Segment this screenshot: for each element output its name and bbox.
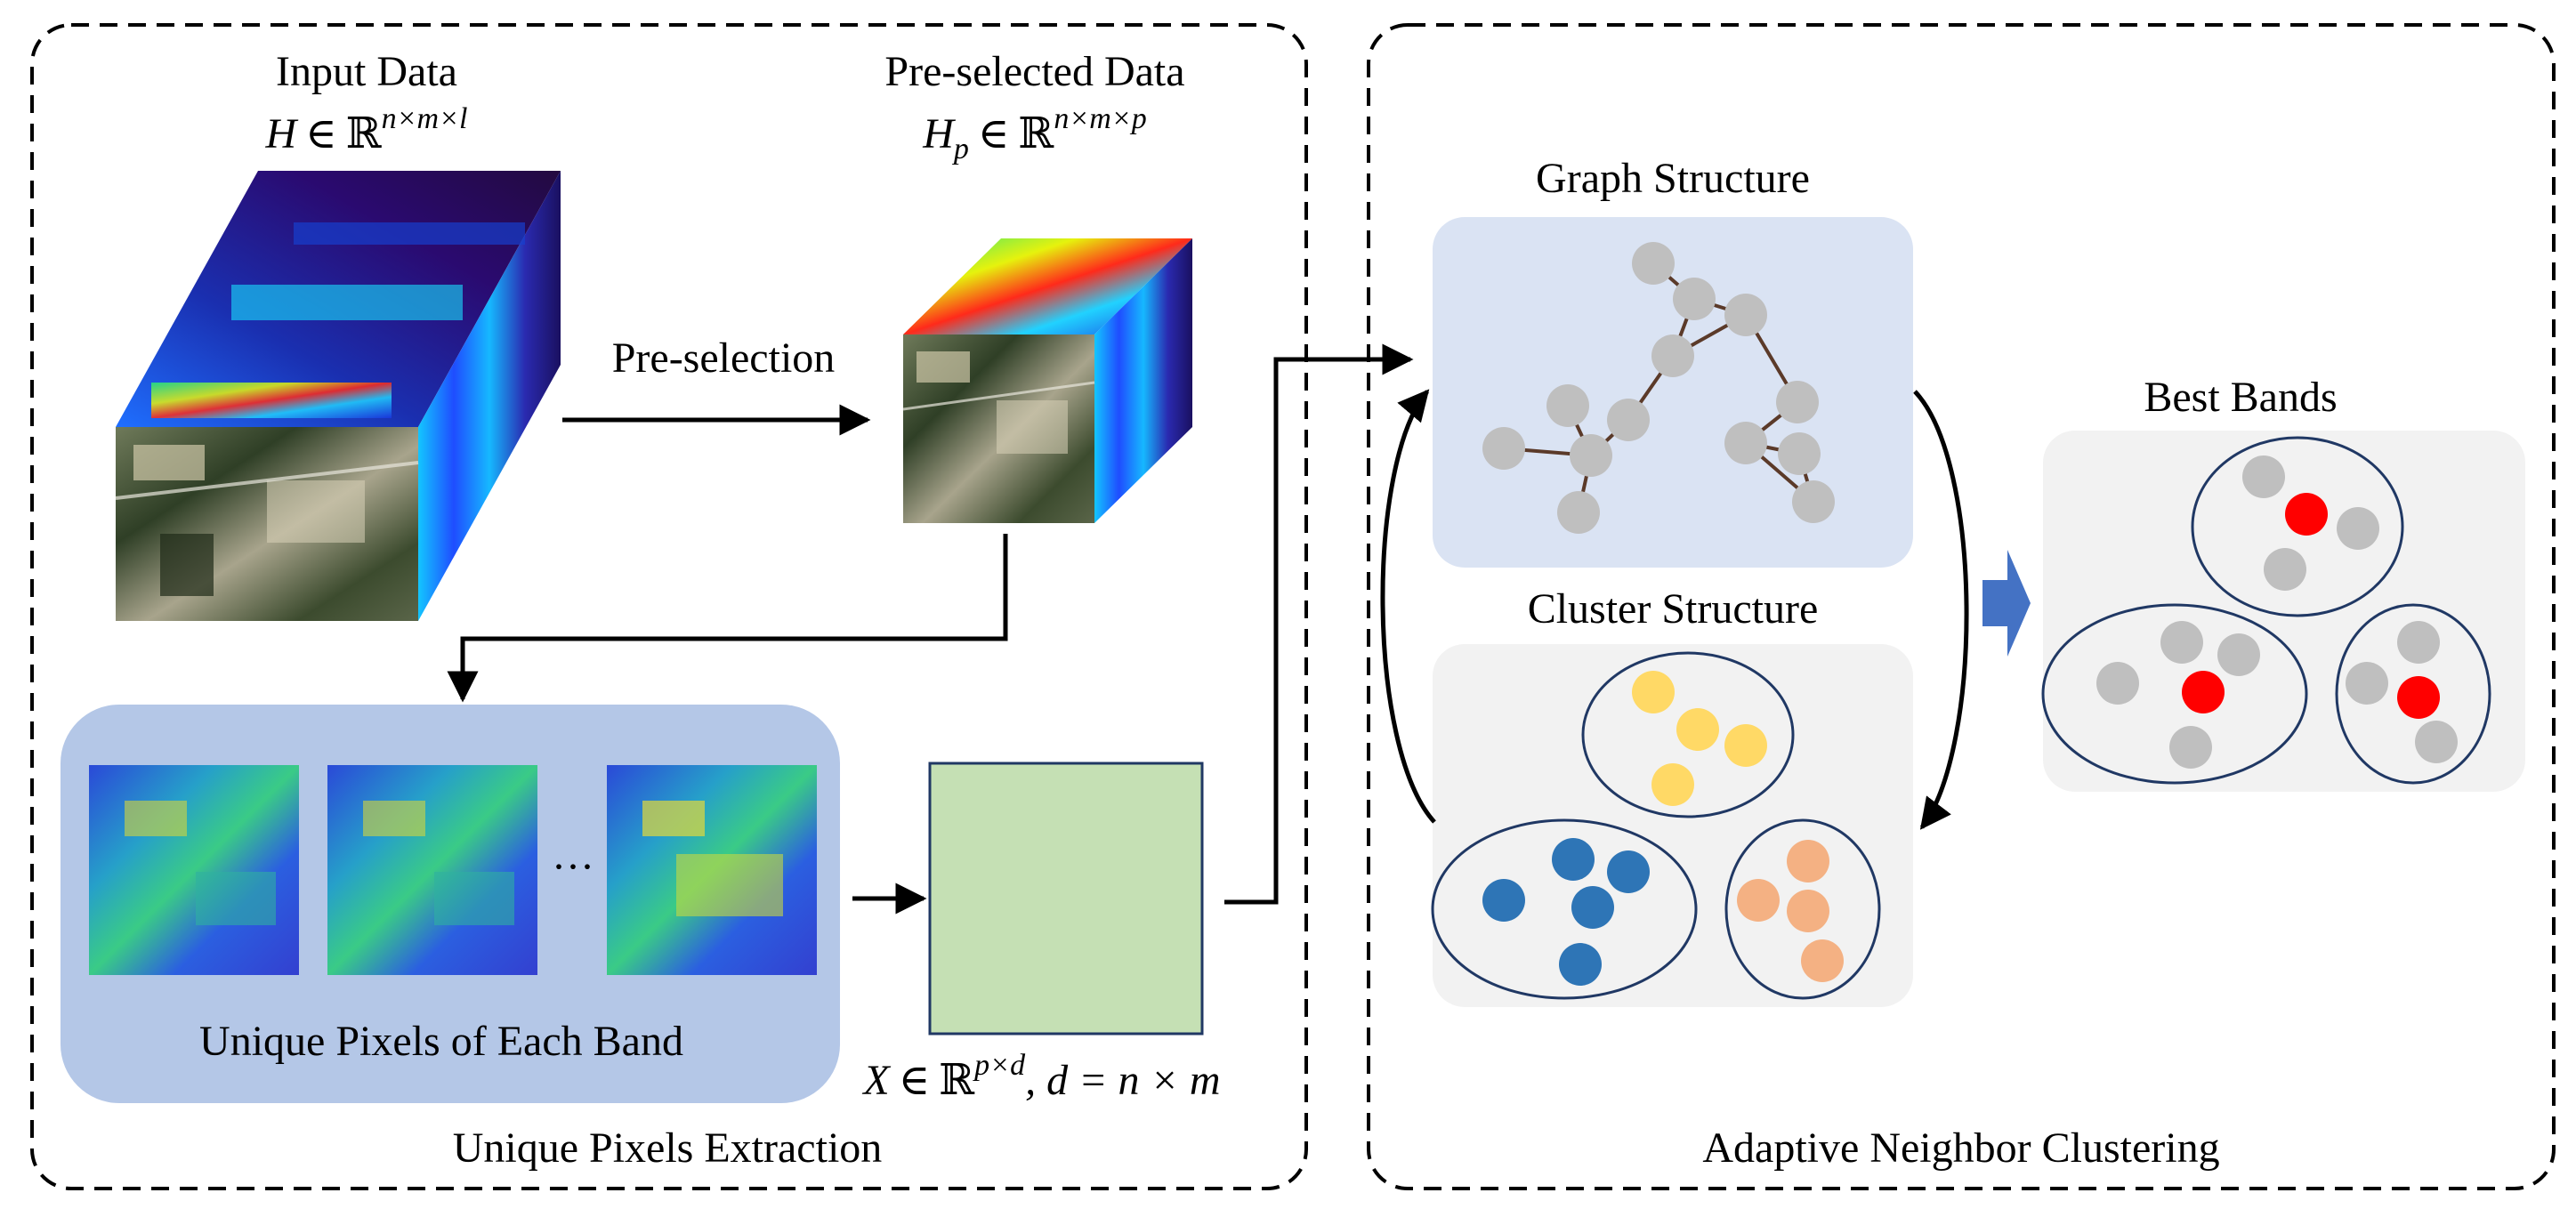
cluster-yellow	[1632, 671, 1767, 806]
band-image-1	[89, 765, 299, 975]
graph-structure-title: Graph Structure	[1536, 155, 1810, 202]
preselected-data-cube	[902, 238, 1192, 523]
cluster-groups	[1431, 651, 1881, 1000]
best-band-selected-nodes	[2182, 493, 2440, 719]
best-band-1	[2285, 493, 2328, 536]
unique-pixels-label: Unique Pixels of Each Band	[199, 1018, 683, 1065]
iterate-left-arrow	[1380, 389, 1436, 824]
right-panel-frame	[1367, 23, 2556, 1190]
cluster-structure-title: Cluster Structure	[1528, 585, 1819, 633]
band-ellipsis: ···	[552, 843, 594, 891]
preselected-data-title: Pre-selected Data	[884, 48, 1184, 95]
preselection-label: Pre-selection	[612, 334, 836, 382]
preselected-data-formula: Hp∈ℝn×m×p	[922, 102, 1147, 165]
cluster-orange	[1737, 840, 1844, 982]
graph-structure-box	[1433, 217, 1913, 568]
cluster-blue	[1482, 838, 1650, 986]
matrix-formula: X∈ℝp×d, d = n × m	[861, 1049, 1220, 1104]
left-panel-title: Unique Pixels Extraction	[453, 1124, 883, 1172]
best-band-groups	[2041, 436, 2491, 785]
band-images	[89, 765, 817, 975]
band-image-2	[327, 765, 537, 975]
best-band-3	[2397, 676, 2440, 719]
best-bands-title: Best Bands	[2144, 374, 2337, 421]
right-panel-title: Adaptive Neighbor Clustering	[1702, 1124, 2219, 1172]
matrix-x	[928, 762, 1204, 1036]
iterate-right-arrow	[1913, 390, 1969, 830]
graph-nodes	[1482, 242, 1835, 534]
left-panel-frame	[30, 23, 1308, 1190]
result-block-arrow	[1982, 550, 2031, 657]
best-band-2	[2182, 671, 2225, 713]
to-graph-arrow	[1224, 343, 1414, 905]
input-data-title: Input Data	[276, 48, 457, 95]
input-data-formula: H∈ℝn×m×l	[265, 102, 468, 157]
input-data-cube	[115, 171, 561, 621]
to-unique-pixels-arrow	[447, 534, 1008, 703]
best-band-other-nodes	[2096, 455, 2458, 769]
